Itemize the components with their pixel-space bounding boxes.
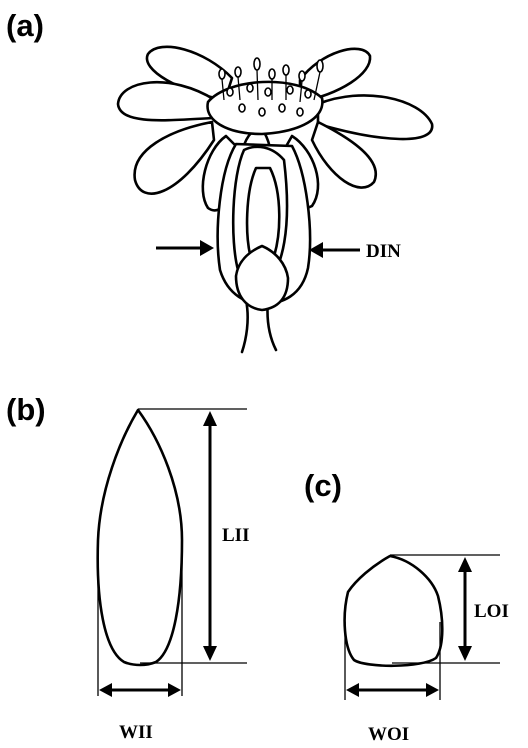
loi-measurement: LOI	[458, 557, 509, 661]
panel-c: (c) LOI WOI	[304, 468, 509, 745]
wii-measurement: WII	[99, 683, 181, 743]
panel-a: (a)	[6, 8, 432, 352]
wii-label: WII	[119, 722, 153, 743]
panel-b: (b) LII WII	[6, 392, 249, 743]
panel-c-letter: (c)	[304, 468, 342, 503]
panel-a-letter: (a)	[6, 8, 44, 43]
disc-florets	[208, 58, 323, 134]
outer-bract-outline	[345, 556, 443, 666]
woi-label: WOI	[368, 724, 409, 745]
lii-measurement: LII	[203, 411, 249, 661]
flower-head-illustration: DIN	[118, 47, 432, 352]
loi-label: LOI	[474, 601, 509, 622]
lii-label: LII	[222, 525, 249, 546]
inner-bract-outline	[98, 410, 182, 665]
din-label: DIN	[366, 241, 401, 262]
woi-measurement: WOI	[346, 683, 439, 745]
panel-b-letter: (b)	[6, 392, 46, 427]
